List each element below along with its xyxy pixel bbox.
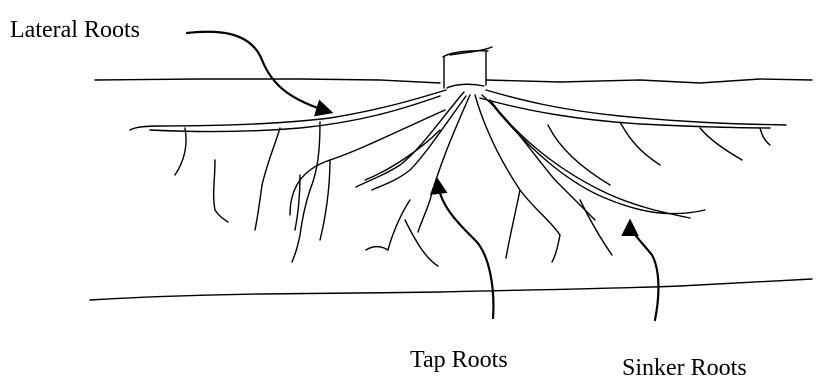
sinker-roots	[490, 100, 705, 262]
lower-boundary-line	[90, 279, 812, 300]
lateral-roots-arrow	[187, 32, 330, 112]
lateral-roots-label: Lateral Roots	[10, 18, 140, 42]
sinker-roots-label: Sinker Roots	[622, 356, 747, 380]
tap-roots-label: Tap Roots	[410, 348, 508, 372]
sinker-roots-arrow	[630, 222, 658, 320]
left-small-roots	[214, 160, 310, 262]
tap-roots-arrow	[437, 180, 493, 318]
lateral-roots	[130, 90, 786, 190]
soil-surface-line	[95, 79, 812, 83]
tap-roots	[290, 92, 595, 266]
tree-stump	[443, 47, 492, 88]
